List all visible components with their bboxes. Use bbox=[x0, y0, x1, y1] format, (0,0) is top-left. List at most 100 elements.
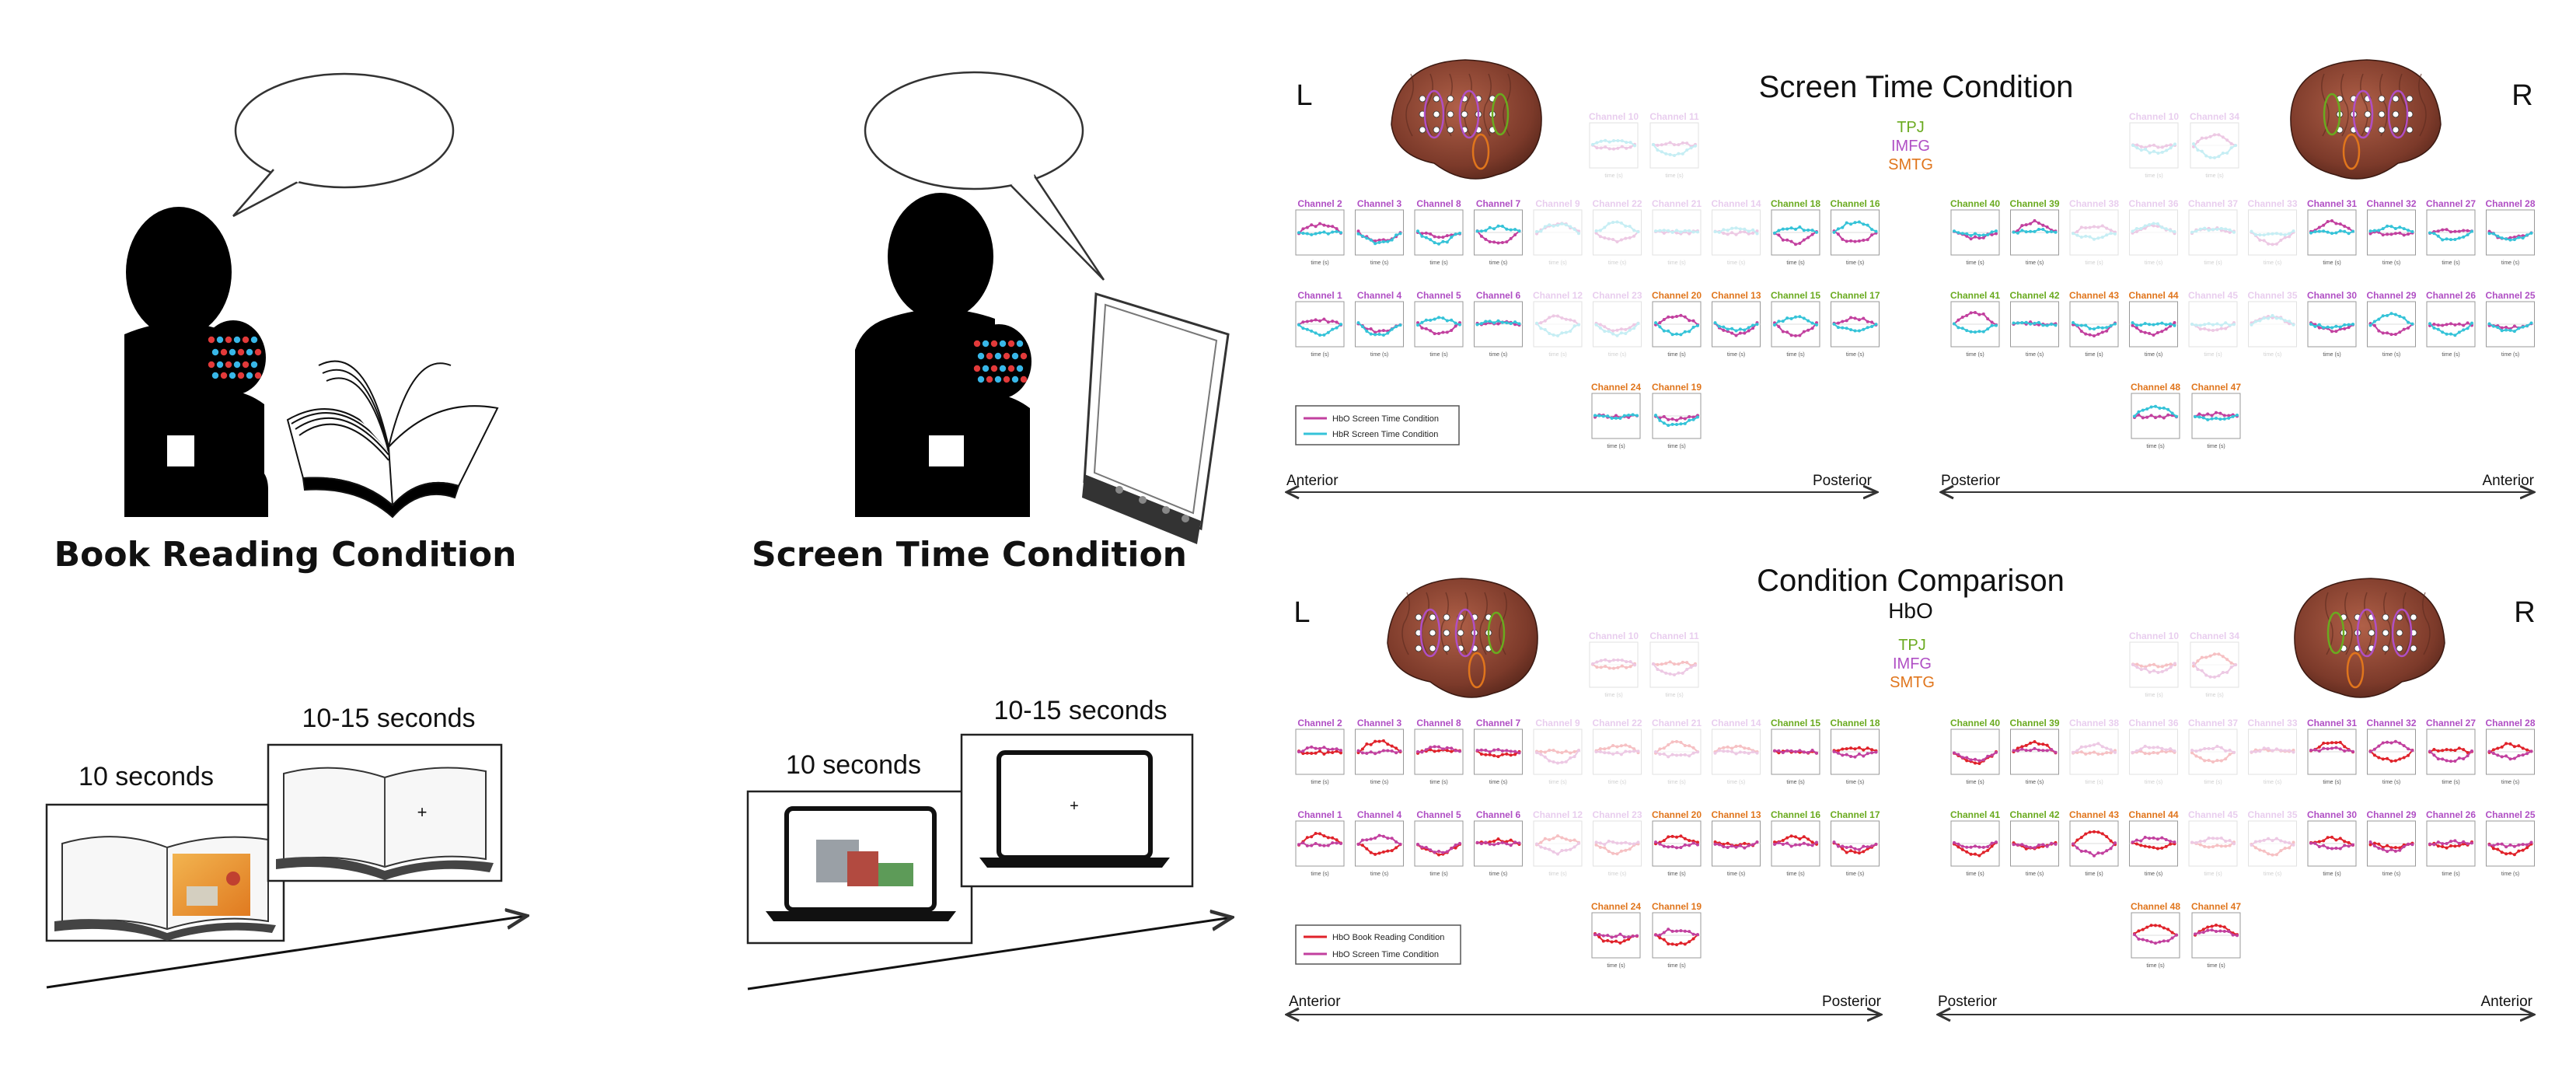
channel-label: Channel 9 bbox=[1535, 198, 1580, 209]
channel-label: Channel 44 bbox=[2128, 290, 2178, 301]
channel-label: Channel 6 bbox=[1476, 290, 1521, 301]
optode-icon bbox=[225, 361, 232, 369]
optode-icon bbox=[250, 361, 258, 369]
x-axis-label: time (s) bbox=[2207, 963, 2225, 969]
x-axis-label: time (s) bbox=[1665, 173, 1683, 179]
x-axis-label: time (s) bbox=[1489, 872, 1507, 877]
x-axis-label: time (s) bbox=[1370, 352, 1388, 358]
channel-label: Channel 1 bbox=[1297, 290, 1342, 301]
optode-icon bbox=[229, 372, 236, 379]
optode-icon bbox=[986, 352, 993, 360]
x-axis-label: time (s) bbox=[2026, 260, 2044, 266]
x-axis-label: time (s) bbox=[1727, 352, 1745, 358]
channel-label: Channel 31 bbox=[2307, 718, 2357, 728]
channel-label: Channel 8 bbox=[1416, 718, 1461, 728]
right-hemisphere-label: R bbox=[2511, 79, 2532, 112]
x-axis-label: time (s) bbox=[2145, 780, 2162, 785]
tablet-icon bbox=[1082, 292, 1230, 544]
book-timeline-arrow bbox=[46, 916, 527, 989]
channel-label: Channel 19 bbox=[1652, 382, 1702, 393]
optode-icon bbox=[999, 340, 1007, 348]
channel-label: Channel 5 bbox=[1416, 809, 1461, 820]
x-axis-label: time (s) bbox=[1667, 352, 1685, 358]
channel-label: Channel 47 bbox=[2191, 382, 2241, 393]
book-stim-duration: 10 seconds bbox=[79, 762, 214, 791]
channel-label: Channel 14 bbox=[1711, 198, 1761, 209]
x-axis-label: time (s) bbox=[2501, 260, 2519, 266]
x-axis-label: time (s) bbox=[2323, 352, 2340, 358]
x-axis-label: time (s) bbox=[1489, 352, 1507, 358]
child-silhouette-icon bbox=[194, 320, 266, 517]
channel-label: Channel 27 bbox=[2426, 718, 2476, 728]
channel-panel: Channel 39 time (s) bbox=[2009, 198, 2059, 266]
channel-label: Channel 7 bbox=[1476, 718, 1521, 728]
optode-icon bbox=[208, 361, 215, 369]
channel-label: Channel 35 bbox=[2247, 290, 2297, 301]
optode-icon bbox=[990, 340, 998, 348]
region-legend-smtg: SMTG bbox=[1888, 156, 1933, 173]
optode-icon bbox=[1020, 352, 1028, 360]
x-axis-label: time (s) bbox=[1786, 872, 1804, 877]
series-legend: HbO Screen Time Condition HbR Screen Tim… bbox=[1295, 405, 1460, 445]
x-axis-label: time (s) bbox=[2501, 352, 2519, 358]
optode-icon bbox=[1007, 365, 1015, 372]
optode-icon bbox=[1011, 376, 1019, 383]
optode-icon bbox=[977, 376, 985, 383]
optode-icon bbox=[999, 365, 1007, 372]
x-axis-label: time (s) bbox=[1608, 780, 1626, 785]
channel-label: Channel 3 bbox=[1357, 198, 1402, 209]
channel-label: Channel 39 bbox=[2009, 198, 2059, 209]
channel-label: Channel 43 bbox=[2069, 290, 2119, 301]
x-axis-label: time (s) bbox=[2442, 352, 2459, 358]
optode-icon bbox=[237, 372, 245, 379]
axis-end-label: Anterior bbox=[2480, 994, 2532, 1010]
channel-label: Channel 29 bbox=[2366, 809, 2416, 820]
screen-condition-title: Screen Time Condition bbox=[752, 535, 1187, 575]
channel-label: Channel 37 bbox=[2188, 718, 2238, 728]
optode-icon bbox=[211, 372, 219, 379]
optode-icon bbox=[1011, 352, 1019, 360]
region-legend: TPJ IMFG SMTG bbox=[1890, 637, 1935, 691]
x-axis-label: time (s) bbox=[1311, 352, 1328, 358]
channel-label: Channel 3 bbox=[1357, 718, 1402, 728]
channel-label: Channel 45 bbox=[2188, 290, 2238, 301]
channel-label: Channel 39 bbox=[2009, 718, 2059, 728]
fixation-cross-icon: + bbox=[417, 802, 428, 822]
screen-stim-frame bbox=[746, 790, 973, 945]
x-axis-label: time (s) bbox=[1846, 352, 1864, 358]
optode-icon bbox=[1003, 352, 1011, 360]
channel-label: Channel 40 bbox=[1950, 198, 2000, 209]
channel-label: Channel 25 bbox=[2485, 809, 2535, 820]
channel-label: Channel 10 bbox=[1589, 111, 1639, 122]
channel-label: Channel 27 bbox=[2426, 198, 2476, 209]
channel-label: Channel 4 bbox=[1357, 290, 1402, 301]
left-hemisphere-label: L bbox=[1296, 79, 1312, 112]
screen-rest-duration: 10-15 seconds bbox=[993, 696, 1167, 725]
channel-label: Channel 38 bbox=[2069, 198, 2119, 209]
x-axis-label: time (s) bbox=[1727, 872, 1745, 877]
channel-label: Channel 33 bbox=[2247, 198, 2297, 209]
channel-label: Channel 5 bbox=[1416, 290, 1461, 301]
right-hemisphere-label: R bbox=[2514, 596, 2535, 629]
region-legend-smtg: SMTG bbox=[1890, 674, 1935, 691]
